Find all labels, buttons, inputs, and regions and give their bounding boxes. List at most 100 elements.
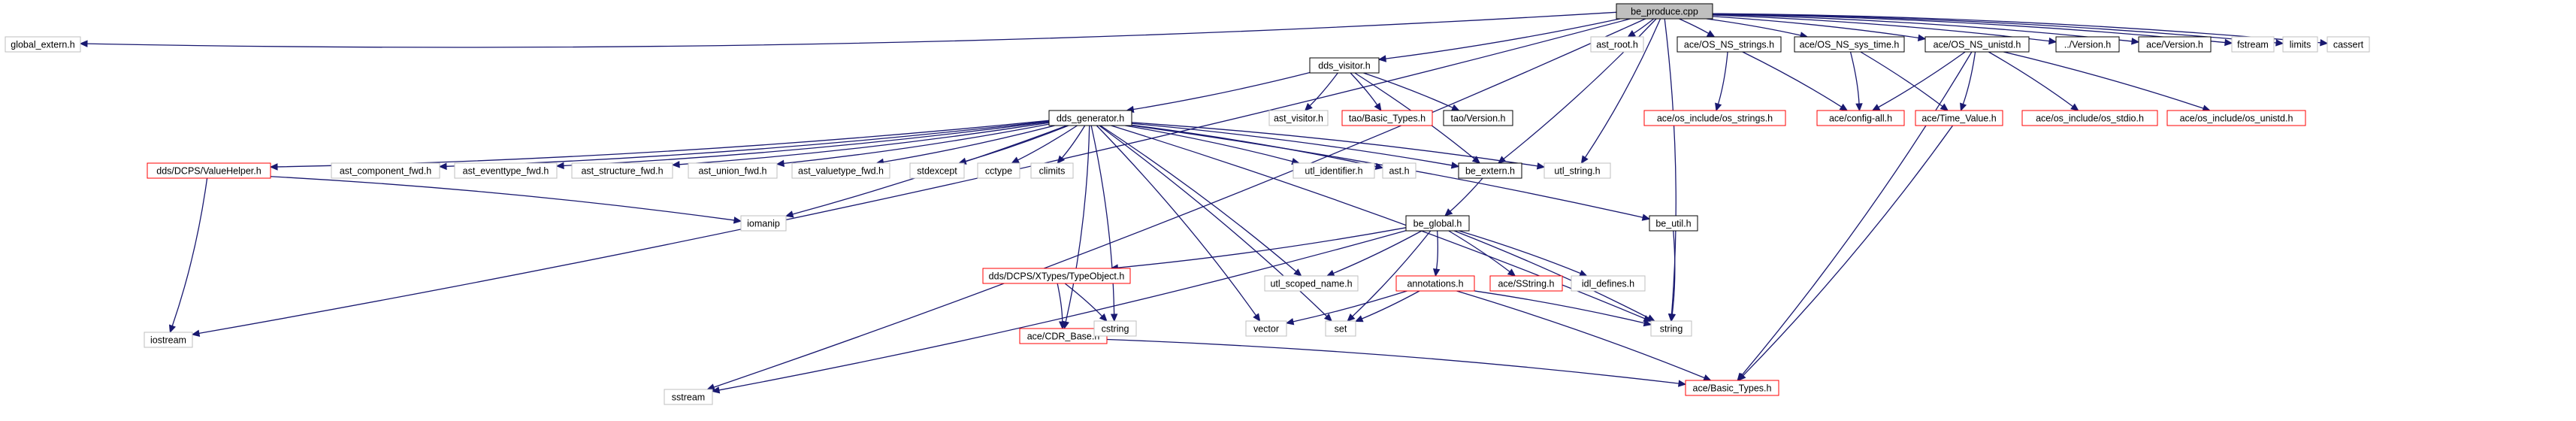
node-label: utl_scoped_name.h	[1270, 279, 1352, 289]
edge-annotations-to-string	[1474, 290, 1652, 327]
node-ast-h: ast.h	[1382, 162, 1416, 179]
node-ace-basic-types[interactable]: ace/Basic_Types.h	[1685, 380, 1779, 396]
node-fstream: fstream	[2231, 36, 2275, 53]
edge-root-to-utl_string	[1580, 18, 1661, 165]
edge-valuehelper-to-iostream	[168, 177, 208, 334]
edge-root-to-sstream	[706, 18, 1646, 391]
edge-root-to-dotdot_version	[1712, 14, 2057, 45]
edge-root-to-ace_version	[1712, 14, 2140, 45]
node-label: ace/Basic_Types.h	[1693, 383, 1772, 394]
edge-dds_visitor-to-dds_generator	[1126, 71, 1311, 114]
node-label: sstream	[672, 392, 705, 403]
node-ast-component-fwd: ast_component_fwd.h	[331, 162, 440, 179]
edge-root-to-iostream	[191, 18, 1631, 338]
node-box	[1685, 380, 1779, 396]
node-dds-generator[interactable]: dds_generator.h	[1048, 110, 1132, 126]
node-stdexcept: stdexcept	[909, 162, 965, 179]
node-label: ast_root.h	[1596, 40, 1638, 50]
node-box	[2282, 36, 2318, 53]
edge-be_global-to-sstring	[1448, 230, 1516, 277]
node-cstring: cstring	[1093, 320, 1137, 337]
node-label: be_global.h	[1413, 219, 1462, 229]
edge-be_global-to-set	[1347, 230, 1432, 322]
node-label: dds_generator.h	[1057, 114, 1124, 124]
node-box	[1649, 215, 1698, 232]
node-label: ace/Time_Value.h	[1921, 114, 1996, 124]
node-dds-visitor[interactable]: dds_visitor.h	[1309, 57, 1380, 74]
node-os-ns-unistd[interactable]: ace/OS_NS_unistd.h	[1924, 36, 2030, 53]
node-label: ast_visitor.h	[1274, 114, 1323, 124]
node-box	[982, 268, 1131, 284]
node-label: ast.h	[1389, 166, 1409, 177]
node-label: ace/OS_NS_strings.h	[1684, 40, 1774, 50]
node-be-util[interactable]: be_util.h	[1649, 215, 1698, 232]
node-typeobject[interactable]: dds/DCPS/XTypes/TypeObject.h	[982, 268, 1131, 284]
node-vector: vector	[1245, 320, 1287, 337]
node-os-include-strings[interactable]: ace/os_include/os_strings.h	[1643, 110, 1786, 126]
node-box	[740, 215, 787, 232]
edge-dds_generator-to-ast_eventtype_fwd	[555, 121, 1050, 170]
node-label: ../Version.h	[2064, 40, 2112, 50]
node-label: iomanip	[747, 219, 780, 229]
node-box	[1590, 36, 1644, 53]
edge-typeobject-to-cdr_base	[1057, 283, 1066, 330]
edge-dds_visitor-to-ast_visitor	[1304, 72, 1338, 111]
edge-annotations-to-vector	[1285, 290, 1407, 326]
node-utl-identifier: utl_identifier.h	[1293, 162, 1375, 179]
node-box	[2021, 110, 2158, 126]
node-label: annotations.h	[1407, 279, 1463, 289]
node-box	[1309, 57, 1380, 74]
node-box	[1489, 275, 1563, 292]
node-label: ast_component_fwd.h	[340, 166, 431, 177]
node-label: global_extern.h	[11, 40, 75, 50]
node-os-include-stdio[interactable]: ace/os_include/os_stdio.h	[2021, 110, 2158, 126]
node-label: vector	[1253, 324, 1279, 335]
node-tao-version[interactable]: tao/Version.h	[1443, 110, 1513, 126]
node-ast-root: ast_root.h	[1590, 36, 1644, 53]
node-ast-eventtype-fwd: ast_eventtype_fwd.h	[454, 162, 558, 179]
node-box	[1268, 110, 1329, 126]
node-box	[2327, 36, 2370, 53]
node-box	[2231, 36, 2275, 53]
edge-root-to-fstream	[1712, 13, 2233, 47]
node-box	[1650, 320, 1692, 337]
edge-os_ns_strings-to-config_all	[1742, 51, 1849, 111]
node-annotations[interactable]: annotations.h	[1395, 275, 1475, 292]
node-os-ns-sys-time[interactable]: ace/OS_NS_sys_time.h	[1794, 36, 1905, 53]
node-label: stdexcept	[917, 166, 957, 177]
node-valuehelper[interactable]: dds/DCPS/ValueHelper.h	[147, 162, 271, 179]
node-box	[1571, 275, 1646, 292]
node-box	[1341, 110, 1433, 126]
edge-root-to-os_ns_sys_time	[1706, 18, 1809, 39]
node-os-include-unistd[interactable]: ace/os_include/os_unistd.h	[2166, 110, 2306, 126]
node-label: ace/SString.h	[1498, 279, 1554, 289]
node-box	[688, 162, 778, 179]
node-box	[1794, 36, 1905, 53]
node-sstring[interactable]: ace/SString.h	[1489, 275, 1563, 292]
node-config-all[interactable]: ace/config-all.h	[1816, 110, 1905, 126]
edge-dds_generator-to-utl_scoped_name	[1100, 125, 1302, 277]
edge-be_global-to-annotations	[1432, 230, 1441, 277]
node-root[interactable]: be_produce.cpp	[1616, 3, 1713, 20]
node-label: utl_string.h	[1554, 166, 1600, 177]
node-be-global[interactable]: be_global.h	[1405, 215, 1470, 232]
node-dotdot-version[interactable]: ../Version.h	[2055, 36, 2120, 53]
node-tao-basic-types[interactable]: tao/Basic_Types.h	[1341, 110, 1433, 126]
node-be-extern[interactable]: be_extern.h	[1458, 162, 1522, 179]
edge-root-to-os_ns_unistd	[1712, 16, 1927, 42]
edge-valuehelper-to-iomanip	[270, 176, 742, 224]
node-box	[144, 332, 193, 348]
node-ast-valuetype-fwd: ast_valuetype_fwd.h	[791, 162, 890, 179]
node-ace-version[interactable]: ace/Version.h	[2138, 36, 2212, 53]
node-box	[1093, 320, 1137, 337]
node-label: ace/Version.h	[2146, 40, 2203, 50]
node-os-ns-strings[interactable]: ace/OS_NS_strings.h	[1677, 36, 1782, 53]
node-time-value[interactable]: ace/Time_Value.h	[1915, 110, 2003, 126]
node-box	[454, 162, 558, 179]
edge-root-to-dds_visitor	[1377, 18, 1620, 62]
edge-root-to-limits	[1712, 13, 2284, 47]
node-label: string	[1660, 324, 1683, 335]
node-box	[1543, 162, 1611, 179]
node-label: ast_valuetype_fwd.h	[798, 166, 884, 177]
edge-dds_generator-to-ast_component_fwd	[438, 120, 1050, 171]
